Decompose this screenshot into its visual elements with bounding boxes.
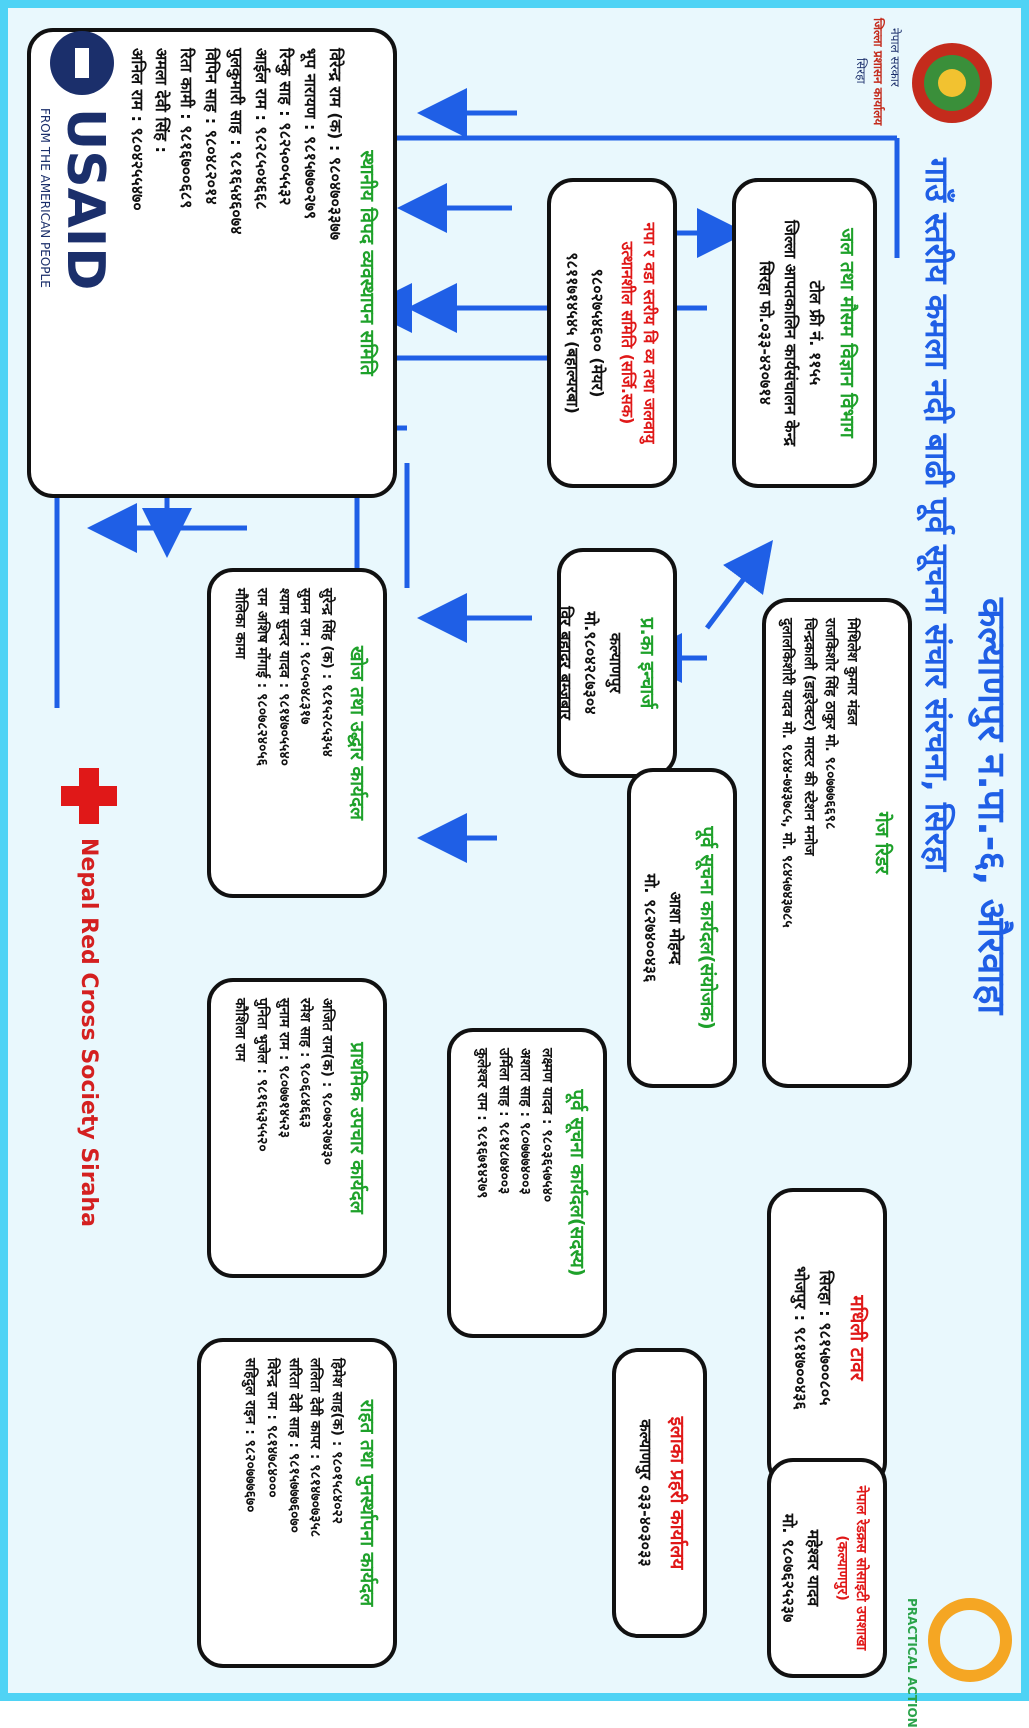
warning-team-line-3: उर्मिला साह : ९८१४८७४००३: [495, 1048, 512, 1195]
diagram-canvas: नेपाल सरकार जिल्ला प्रशासन कार्यालय सिरह…: [8, 8, 1029, 1728]
committee-line-9: अनिल राम : ९८०४२५५४७०: [127, 48, 147, 211]
search-line-5: मौलिका कामा: [232, 588, 249, 659]
gauge-line-1: मिथिलेश कुमार मंडल: [844, 618, 860, 726]
usaid-seal-icon: [47, 28, 117, 98]
relief-line-4: विरेन्द्र राम : ९८१४७८४०००: [263, 1358, 280, 1498]
police-area-line-1: कल्याणपुर ०३३-४०३०३३: [636, 1419, 655, 1567]
ward-head: नपा र वडा स्तरीय वि व्य तथा जलवायु उत्था…: [618, 222, 659, 444]
practical-action-text: PRACTICAL ACTION: [905, 1598, 919, 1728]
search-line-4: राम अशिष मोंगाई : ९८०७८२४०५६: [253, 588, 270, 766]
nepal-gov-emblem: [907, 38, 997, 128]
ward-line-2: ९८११७१४५४५ (बहाल्यरबा): [563, 252, 583, 414]
relief-head: राहत तथा पुनर्स्थापना कार्यदल: [356, 1399, 378, 1607]
firstaid-line-3: सुनाम राम : ९८०७७१४५२३: [275, 998, 292, 1138]
ward-line-1: ९८०२७५४६०० (मेयर): [588, 268, 607, 398]
page-subtitle: गाउँ स्तरीय कमला नदी बाढी पूर्व सूचना सं…: [918, 158, 956, 872]
practical-action-logo: [927, 1598, 1012, 1683]
hydro-line-2: जिल्ला आपतकालिन कार्यसंचालन केन्द्र: [781, 219, 801, 447]
box-police-post: प्र.का इन्चार्ज कल्याणपुर मो.९८०४२८७३०४ …: [557, 548, 677, 778]
firstaid-head: प्राथमिक उपचार कार्यदल: [346, 1042, 368, 1214]
gauge-line-2: राजकिशोर सिंह ठाकुर मो. ९८०७७७६६९८: [822, 618, 839, 830]
committee-line-3: रिन्कु साह : ९८२५००५५३२: [276, 48, 296, 206]
warning-team-head: पूर्व सूचना कार्यदल(सदस्य): [566, 1089, 588, 1277]
maithili-line-2: भोजपुर : ९८१४७००४३६: [791, 1266, 811, 1410]
relief-line-2: ललिता देवी कापर : ९८१४७०७३५८: [307, 1358, 324, 1538]
box-hydro-department: जल तथा मौसम विज्ञान विभाग टोल फ्री नं. १…: [732, 178, 877, 488]
warning-team-line-2: अशारा साह : ९८०७७७४००३: [517, 1048, 534, 1195]
gov-office-line2: जिल्ला प्रशासन कार्यालय: [871, 18, 885, 126]
search-line-3: श्याम सुन्दर यादव : ९८१४७०५५४०: [275, 588, 292, 766]
fm-line-1: महेश्वर यादव: [804, 1529, 823, 1607]
police-post-line-1: कल्याणपुर: [606, 632, 625, 694]
hydro-line-3: सिरहा फो.०३३-४२०७१४: [756, 261, 776, 405]
committee-head: स्थानीय विपद व्यवस्थापन समिति: [356, 150, 378, 376]
box-first-aid: प्राथमिक उपचार कार्यदल अजित राम(क) : ९८०…: [207, 978, 387, 1278]
coord-line-1: आशा मोहम्द: [666, 891, 685, 965]
maithili-line-1: सिरहा : ९८१५७००८०५: [816, 1270, 835, 1406]
hydro-head: जल तथा मौसम विज्ञान विभाग: [836, 228, 858, 438]
gauge-line-4: दुलालकिशोरी यादव मो. ९८४४-७४३७८५, मो. ९८…: [778, 618, 795, 928]
box-search-rescue: खोज तथा उद्धार कार्यदल सुरेन्द्र सिंह (क…: [207, 568, 387, 898]
committee-line-8: अमला देवी सिंह :: [152, 48, 172, 153]
maithili-head: मधिली टावर: [846, 1295, 868, 1381]
fm-head: नेपाल रेडक्रस सोसाइटी उपशाखा (कल्याणपुर): [834, 1485, 869, 1651]
usaid-tagline: FROM THE AMERICAN PEOPLE: [38, 108, 52, 288]
arrow-coord-to-maithili: [705, 540, 773, 630]
committee-line-6: विपिन साह : ९८०४८२०१४: [202, 48, 222, 205]
gov-office-line1: नेपाल सरकार: [888, 28, 902, 87]
police-post-head: प्र.का इन्चार्ज: [636, 617, 658, 709]
search-line-2: सुमन राम : ९८०५०४८३१७: [297, 588, 314, 725]
committee-line-5: पुलकुमारी साह : ९८१६५४६०७४: [226, 48, 246, 235]
search-line-1: सुरेन्द्र सिंह (क) : ९८१५२८५३५४: [319, 588, 335, 757]
box-ward-committee: नपा र वडा स्तरीय वि व्य तथा जलवायु उत्था…: [547, 178, 677, 488]
search-head: खोज तथा उद्धार कार्यदल: [346, 645, 368, 821]
box-police-area: इलाका प्रहरी कार्यालय कल्याणपुर ०३३-४०३०…: [612, 1348, 707, 1638]
box-redcross-subbranch: नेपाल रेडक्रस सोसाइटी उपशाखा (कल्याणपुर)…: [767, 1458, 887, 1678]
police-area-head: इलाका प्रहरी कार्यालय: [666, 1416, 688, 1570]
relief-line-5: सहिदुल राइन : ९८२०७७७६७०: [242, 1358, 259, 1513]
nepal-red-cross-text: Nepal Red Cross Society Siraha: [76, 838, 101, 1227]
committee-line-4: आईल राम : ९८२८५०४६६८: [251, 48, 271, 210]
page-title: कल्याणपुर न.पा.-६, औरवाहा: [970, 598, 1014, 1015]
gauge-head: गेज रिडर: [871, 811, 893, 875]
committee-line-2: भूप नारायण : ९८१५७७०२७९: [301, 48, 321, 220]
committee-line-7: रिता कामी : ९८१६७००६८९: [177, 48, 197, 209]
relief-line-3: सरिता देवी साह : ९८१५७७७६०७०: [285, 1358, 302, 1533]
coord-head: पूर्व सूचना कार्यदल(संयोजक): [696, 826, 718, 1030]
usaid-text: USAID: [55, 108, 115, 291]
fm-line-2: मो. ९८०७६२५२३७: [779, 1513, 799, 1623]
firstaid-line-2: रमेश साह : ९८०६८४६६३: [297, 998, 314, 1128]
police-post-line-2: मो.९८०४२८७३०४: [581, 611, 601, 715]
red-cross-icon: [61, 768, 117, 824]
warning-team-line-1: लक्ष्मण यादव : ९८०३६५७५४०: [539, 1048, 555, 1203]
box-gauge-reader: गेज रिडर मिथिलेश कुमार मंडल राजकिशोर सिं…: [762, 598, 912, 1088]
box-relief-rehab: राहत तथा पुनर्स्थापना कार्यदल हिमेश साह(…: [197, 1338, 397, 1668]
warning-team-line-4: कुलेश्वर राम : ९८१६७१४२७९: [473, 1048, 490, 1199]
firstaid-line-5: कौशिला राम: [232, 998, 249, 1062]
box-warning-coordinator: पूर्व सूचना कार्यदल(संयोजक) आशा मोहम्द म…: [627, 768, 737, 1088]
gauge-line-3: चिन्द्रकाली (डाइरेक्टर) मास्टर की स्टेशन…: [800, 618, 817, 856]
box-warning-team: पूर्व सूचना कार्यदल(सदस्य) लक्ष्मण यादव …: [447, 1028, 607, 1338]
hydro-line-1: टोल फ्री नं. ११५५: [806, 280, 825, 386]
gov-office-line3: सिरहा: [854, 58, 868, 84]
relief-line-1: हिमेश साह(क) : ९८०१५८४०२२: [329, 1358, 345, 1525]
firstaid-line-4: पुनिता भुजेल : ९८१६५३५५२०: [253, 998, 270, 1152]
coord-line-2: मो. ९८२७४००४३६: [641, 873, 661, 983]
police-post-line-3: विर बहादुर बम्जुबार: [557, 606, 576, 720]
firstaid-line-1: अजित राम(क) : ९८०७२२७४३०: [319, 998, 335, 1165]
box-maithili-tower: मधिली टावर सिरहा : ९८१५७००८०५ भोजपुर : ९…: [767, 1188, 887, 1488]
committee-line-1: विरेन्द्र राम (क) : ९८०४७०३३७७: [326, 48, 345, 241]
